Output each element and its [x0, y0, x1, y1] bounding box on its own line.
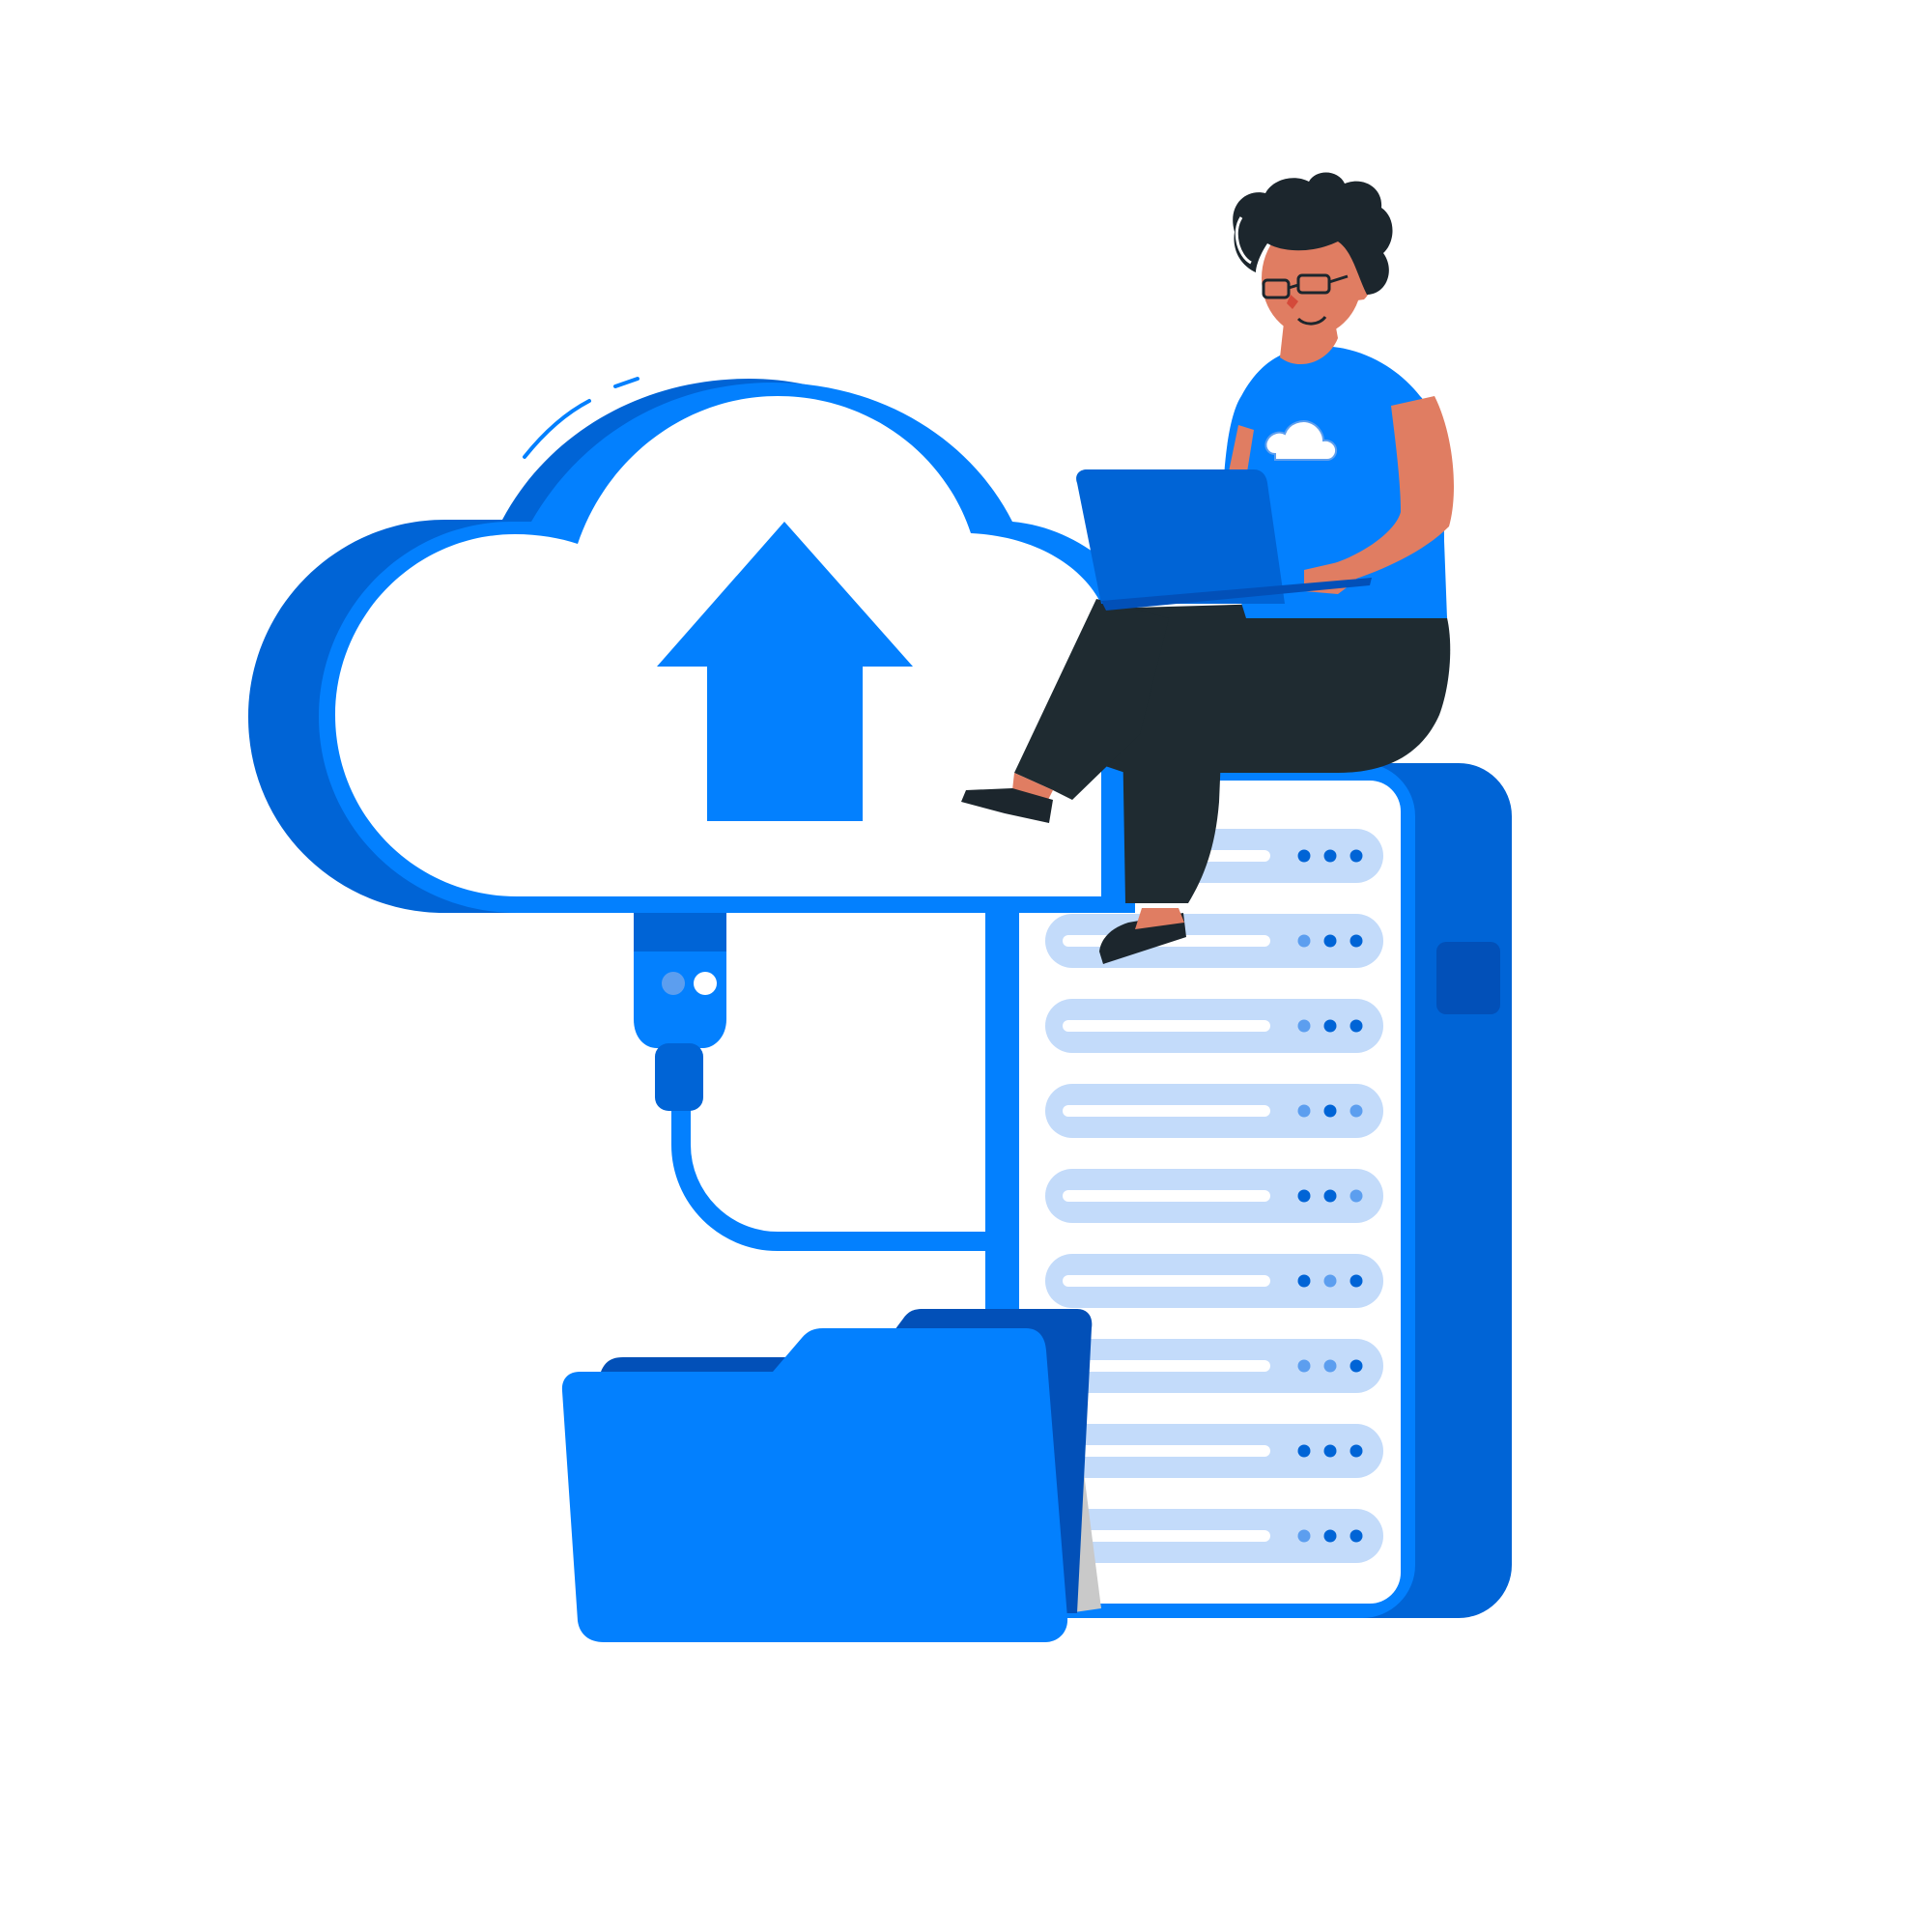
person-smile — [1296, 315, 1327, 326]
rack-led-on — [1323, 1529, 1337, 1543]
rack-row-slot — [1063, 1445, 1270, 1457]
rack-led-on — [1297, 849, 1311, 863]
usb-connector-icon — [634, 913, 990, 1251]
rack-led-dim — [1297, 1529, 1311, 1543]
laptop-screen — [1076, 469, 1285, 604]
rack-led-on — [1297, 1189, 1311, 1203]
person-other-arm — [1227, 425, 1254, 481]
usb-cable — [671, 1084, 990, 1251]
person-front-shoe — [961, 788, 1053, 823]
rack-led-dim — [1350, 1189, 1363, 1203]
glasses-left-lens — [1262, 278, 1291, 299]
usb-plug-shade — [634, 913, 726, 952]
rack-led-on — [1350, 849, 1363, 863]
shirt-cloud-logo-icon — [1264, 420, 1338, 461]
rack-led-dim — [1323, 1274, 1337, 1288]
rack-led-on — [1297, 1274, 1311, 1288]
person-front-leg — [1014, 599, 1169, 800]
person-back-ankle — [1135, 908, 1184, 929]
rack-row-slot — [1063, 1360, 1270, 1372]
rack-led-dim — [1323, 1359, 1337, 1373]
cloud-highlight-arc — [523, 399, 591, 459]
rack-led-on — [1323, 849, 1337, 863]
usb-led-on — [694, 972, 717, 995]
server-rack-rows — [1045, 829, 1383, 1563]
rack-led-on — [1323, 1104, 1337, 1118]
person-front-ankle — [1012, 773, 1053, 800]
rack-led-dim — [1297, 1019, 1311, 1033]
rack-led-on — [1350, 1274, 1363, 1288]
person-back-shoe — [1099, 913, 1186, 964]
rack-led-on — [1350, 1529, 1363, 1543]
server-side-button — [1436, 942, 1500, 1014]
rack-led-on — [1323, 1019, 1337, 1033]
cloud-highlight-dash — [613, 377, 639, 388]
upload-arrow-icon — [657, 522, 913, 821]
person-hair — [1233, 172, 1393, 295]
rack-led-on — [1350, 1359, 1363, 1373]
person-nose — [1287, 295, 1298, 309]
person-arm — [1328, 396, 1454, 584]
rack-led-on — [1297, 1444, 1311, 1458]
rack-led-on — [1350, 1019, 1363, 1033]
rack-led-on — [1323, 1189, 1337, 1203]
rack-row-slot — [1063, 1105, 1270, 1117]
glasses-bridge — [1288, 274, 1349, 290]
glasses-right-lens — [1296, 273, 1331, 295]
laptop-icon — [1076, 469, 1372, 611]
rack-led-dim — [1350, 1104, 1363, 1118]
person-figure — [961, 172, 1454, 964]
rack-led-dim — [1297, 1359, 1311, 1373]
rack-row-slot — [1063, 1275, 1270, 1287]
person-hair-curl — [1235, 216, 1252, 265]
rack-led-on — [1323, 934, 1337, 948]
rack-row-slot — [1063, 1190, 1270, 1202]
usb-led-dim — [662, 972, 685, 995]
rack-row-slot — [1063, 1530, 1270, 1542]
rack-led-on — [1350, 1444, 1363, 1458]
laptop-base — [1101, 578, 1372, 611]
glasses-icon — [1262, 273, 1349, 299]
rack-row-slot — [1063, 1020, 1270, 1032]
rack-led-on — [1323, 1444, 1337, 1458]
rack-led-on — [1350, 934, 1363, 948]
rack-led-dim — [1297, 1104, 1311, 1118]
person-pants — [1096, 599, 1451, 773]
shirt-logo-cloud — [1264, 420, 1338, 461]
usb-plug-neck — [655, 1043, 703, 1111]
server-rack-icon — [985, 763, 1512, 1618]
folder-front — [561, 1328, 1068, 1642]
folder-icon — [561, 1309, 1101, 1642]
rack-led-dim — [1297, 934, 1311, 948]
